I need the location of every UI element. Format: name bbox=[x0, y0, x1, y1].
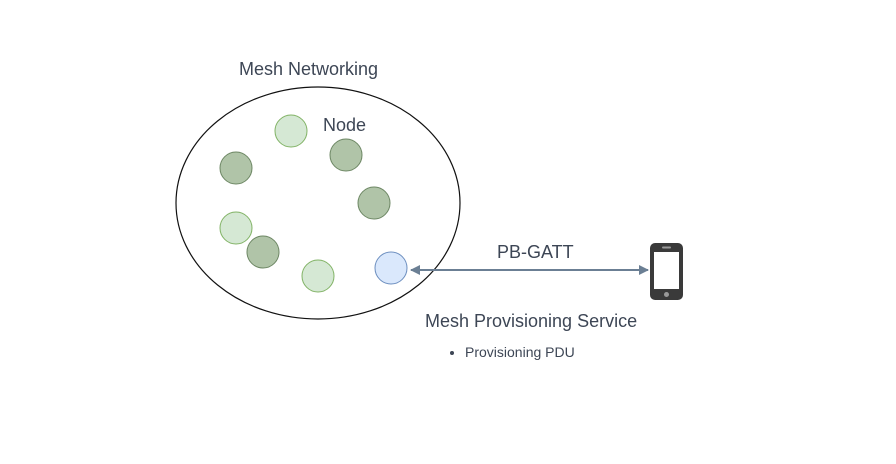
mesh-node-dark bbox=[329, 138, 363, 172]
mesh-node-light bbox=[274, 114, 308, 148]
service-title: Mesh Provisioning Service bbox=[425, 311, 638, 331]
smartphone-icon bbox=[650, 243, 683, 300]
mesh-node-light bbox=[301, 259, 335, 293]
mesh-node-dark bbox=[219, 151, 253, 185]
node-label: Node bbox=[323, 115, 367, 135]
diagram-title: Mesh Networking bbox=[239, 59, 379, 79]
service-item: Provisioning PDU bbox=[465, 342, 575, 362]
mesh-network-ellipse bbox=[175, 86, 461, 320]
mesh-node-dark bbox=[246, 235, 280, 269]
mesh-node-light bbox=[219, 211, 253, 245]
provisioner-node bbox=[374, 251, 408, 285]
link-label: PB-GATT bbox=[497, 242, 574, 262]
mesh-node-dark bbox=[357, 186, 391, 220]
service-items: Provisioning PDU bbox=[447, 342, 575, 362]
